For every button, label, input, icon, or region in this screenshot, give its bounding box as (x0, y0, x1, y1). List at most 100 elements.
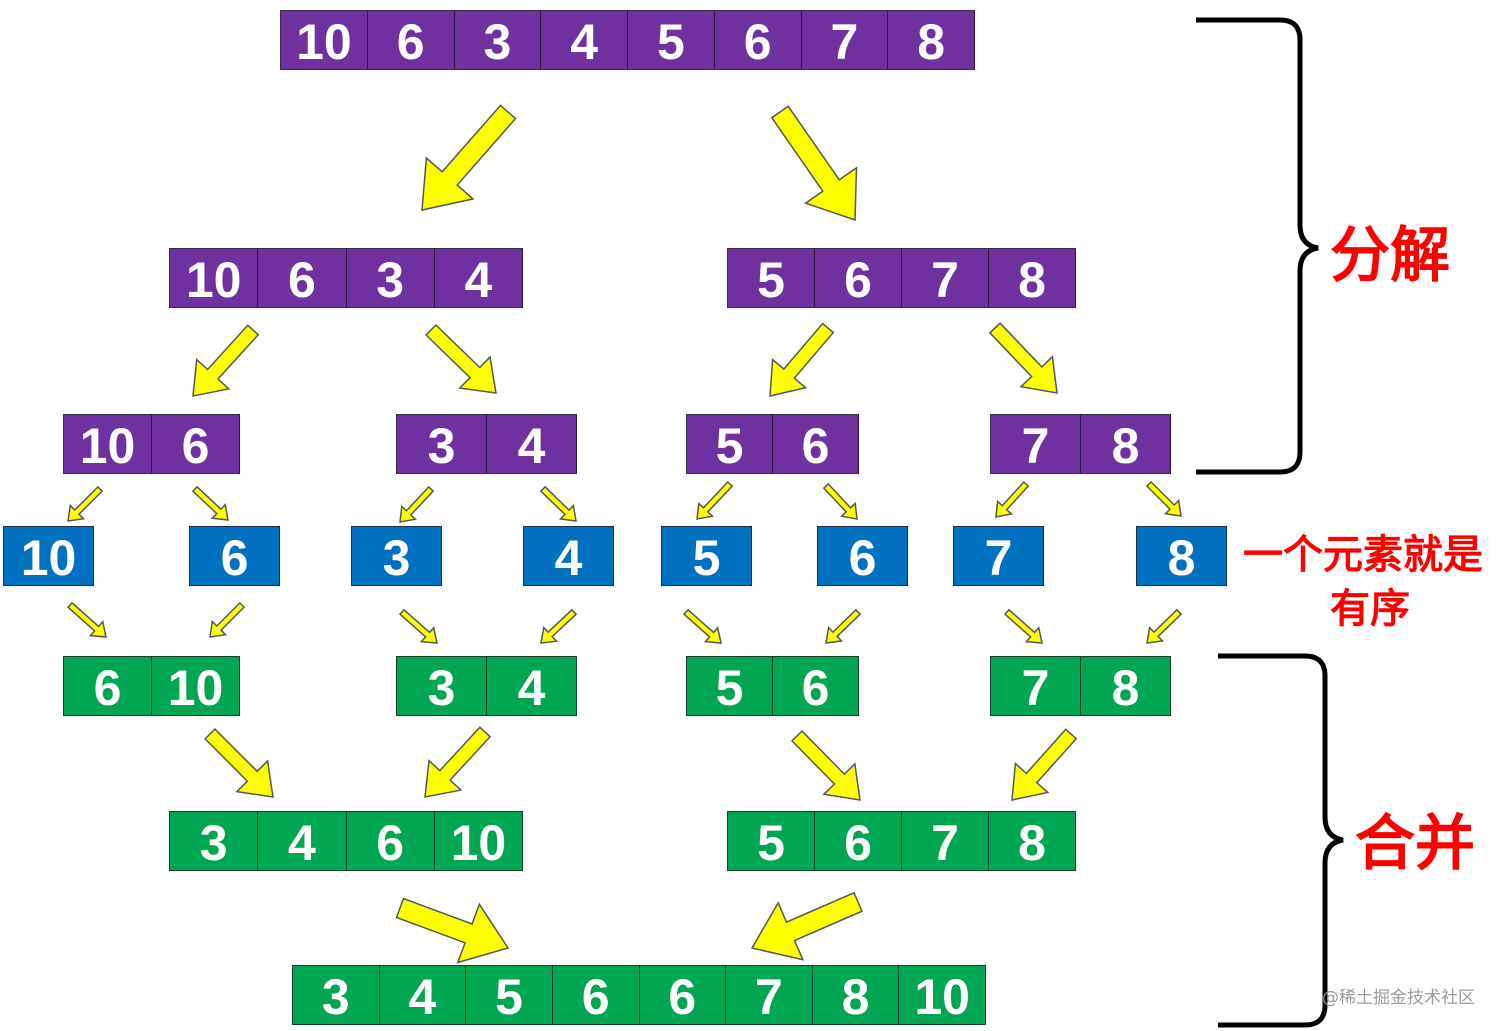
single-array-2: 3 (351, 526, 442, 586)
merge3-array-0-cell-4: 6 (640, 966, 727, 1024)
merge2-array-1-cell-2: 7 (902, 812, 989, 870)
merge3-array-0-cell-1: 4 (380, 966, 467, 1024)
arrow-icon-8 (399, 485, 435, 523)
merge-label: 合并 (1355, 809, 1475, 879)
single-array-5: 6 (817, 526, 908, 586)
merge3-array-0-cell-5: 7 (726, 966, 813, 1024)
decompose-brace (1196, 17, 1319, 475)
arrow-icon-26 (395, 897, 510, 964)
single-array-3-cell-0: 4 (524, 527, 614, 585)
merge2-array-0-cell-1: 4 (258, 812, 347, 870)
single-array-2-cell-0: 3 (352, 527, 442, 585)
arrow-icon-27 (750, 891, 863, 961)
merge1-array-2-cell-0: 5 (687, 657, 773, 715)
merge1-array-0-cell-0: 6 (64, 657, 152, 715)
merge1-array-0-cell-1: 10 (152, 657, 240, 715)
single-array-5-cell-0: 6 (818, 527, 908, 585)
single-array-6: 7 (953, 526, 1044, 586)
arrow-icon-15 (209, 601, 246, 638)
split0-array-0-cell-3: 4 (541, 11, 628, 69)
merge1-array-1-cell-0: 3 (397, 657, 487, 715)
decompose-label: 分解 (1330, 221, 1450, 291)
merge2-array-1-cell-3: 8 (989, 812, 1076, 870)
split0-array-0-cell-5: 6 (715, 11, 802, 69)
merge2-array-0-cell-0: 3 (170, 812, 259, 870)
arrow-icon-21 (1146, 608, 1183, 644)
single-sorted-label-line2: 有序 (1330, 586, 1410, 632)
single-array-3: 4 (523, 526, 614, 586)
arrow-icon-12 (995, 480, 1030, 518)
arrow-icon-14 (66, 601, 107, 638)
arrow-icon-2 (192, 324, 260, 397)
arrow-icon-5 (988, 322, 1058, 394)
split0-array-0-cell-4: 5 (628, 11, 715, 69)
split2-array-3-cell-0: 7 (991, 415, 1081, 473)
split2-array-0-cell-1: 6 (152, 415, 240, 473)
split2-array-1-cell-0: 3 (397, 415, 487, 473)
single-array-4: 5 (661, 526, 752, 586)
arrow-icon-1 (770, 105, 858, 222)
arrow-icon-16 (398, 608, 438, 644)
merge1-array-1-cell-1: 4 (487, 657, 577, 715)
arrow-icon-10 (696, 480, 734, 520)
arrow-icon-17 (540, 608, 578, 644)
arrow-icon-24 (790, 730, 861, 801)
single-array-1-cell-0: 6 (190, 527, 280, 585)
arrow-icon-25 (1011, 728, 1078, 801)
split1-array-0-cell-0: 10 (170, 249, 259, 307)
split2-array-3-cell-1: 8 (1081, 415, 1171, 473)
split1-array-1-cell-0: 5 (728, 249, 815, 307)
arrow-icon-4 (769, 322, 835, 397)
single-array-7: 8 (1136, 526, 1227, 586)
single-array-0-cell-0: 10 (4, 527, 94, 585)
arrow-icon-6 (67, 485, 104, 522)
split1-array-1-cell-1: 6 (815, 249, 902, 307)
single-array-6-cell-0: 7 (954, 527, 1044, 585)
split0-array-0-cell-6: 7 (802, 11, 889, 69)
split2-array-0-cell-0: 10 (64, 415, 152, 473)
split1-array-0-cell-3: 4 (435, 249, 523, 307)
merge2-array-1-cell-1: 6 (815, 812, 902, 870)
arrow-icon-0 (421, 104, 517, 211)
split2-array-2-cell-0: 5 (687, 415, 773, 473)
split1-array-1-cell-3: 8 (989, 249, 1076, 307)
single-array-7-cell-0: 8 (1137, 527, 1227, 585)
merge1-array-3-cell-1: 8 (1081, 657, 1171, 715)
arrow-icon-22 (204, 728, 274, 798)
merge1-array-3-cell-0: 7 (991, 657, 1081, 715)
single-sorted-label-line1: 一个元素就是 (1243, 532, 1483, 578)
split1-array-0-cell-1: 6 (258, 249, 347, 307)
arrow-icon-3 (425, 323, 497, 394)
merge3-array-0-cell-0: 3 (293, 966, 380, 1024)
split0-array-0-cell-7: 8 (888, 11, 975, 69)
arrow-icon-23 (424, 726, 492, 798)
arrow-icon-19 (825, 608, 862, 644)
split1-array-0-cell-2: 3 (347, 249, 435, 307)
split2-array-2-cell-1: 6 (773, 415, 859, 473)
merge2-array-0-cell-3: 10 (435, 812, 523, 870)
arrow-icon-18 (682, 608, 722, 644)
single-array-4-cell-0: 5 (662, 527, 752, 585)
merge1-array-2-cell-1: 6 (773, 657, 859, 715)
arrow-icon-7 (191, 485, 229, 521)
merge3-array-0-cell-7: 10 (899, 966, 986, 1024)
split0-array-0-cell-1: 6 (368, 11, 455, 69)
arrow-icon-9 (539, 485, 577, 522)
single-array-1: 6 (189, 526, 280, 586)
arrow-icon-20 (1003, 608, 1043, 644)
arrow-icon-11 (822, 482, 858, 520)
